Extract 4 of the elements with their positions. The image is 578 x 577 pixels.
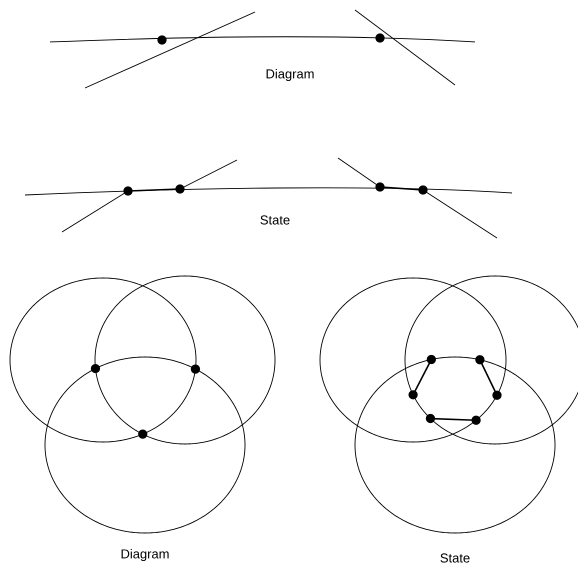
figure-caption: Diagram — [122, 548, 169, 562]
figure-caption: State — [440, 553, 470, 563]
figure-caption: Diagram — [266, 68, 314, 82]
figure-caption: State — [260, 215, 290, 225]
